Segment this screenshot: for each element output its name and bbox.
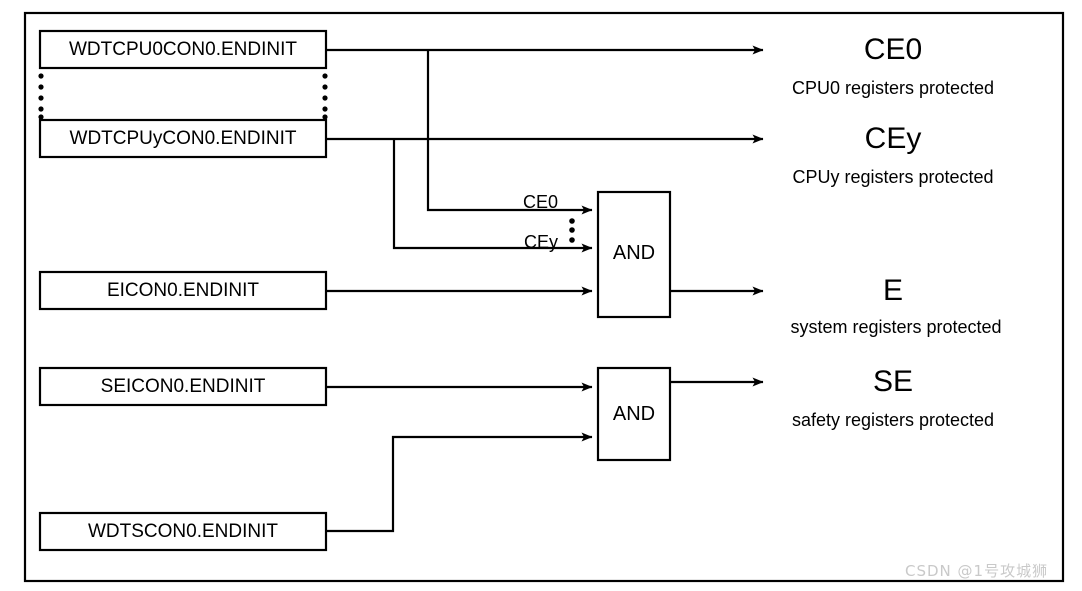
- input-box-wdtcpuy: [38, 118, 328, 159]
- output-title-se: SE: [872, 365, 914, 398]
- and-gate-system: [596, 190, 672, 319]
- wire-cey-branch: [392, 139, 593, 253]
- input-label-wdtscon0: WDTSCON0.ENDINIT: [88, 521, 278, 542]
- output-title-e: E: [882, 274, 904, 307]
- and-gate-system-label: AND: [612, 242, 656, 264]
- input-box-wdtscon0: [38, 511, 328, 552]
- watermark: CSDN @1号攻城狮: [905, 562, 1049, 580]
- output-desc-e: system registers protected: [790, 317, 1002, 337]
- vertical-ellipsis-right: [322, 73, 328, 120]
- signal-label-cey: CEy: [524, 232, 559, 252]
- signal-label-ce0: CE0: [523, 192, 559, 212]
- output-desc-se: safety registers protected: [791, 410, 995, 430]
- wire-ce0-branch: [426, 50, 593, 215]
- input-label-wdtcpu0: WDTCPU0CON0.ENDINIT: [68, 39, 297, 60]
- and-gate-safety-label: AND: [612, 403, 656, 425]
- input-label-eicon0: EICON0.ENDINIT: [106, 280, 260, 301]
- input-label-seicon0: SEICON0.ENDINIT: [100, 376, 266, 397]
- output-title-cey: CEy: [864, 122, 922, 155]
- input-box-wdtcpu0: [38, 29, 328, 70]
- output-title-ce0: CE0: [863, 33, 923, 66]
- signal-ellipsis: [569, 218, 575, 243]
- output-desc-cey: CPUy registers protected: [792, 167, 994, 187]
- and-gate-safety: [596, 366, 672, 462]
- vertical-ellipsis-left: [38, 73, 44, 120]
- input-box-seicon0: [38, 366, 328, 407]
- output-desc-ce0: CPU0 registers protected: [791, 78, 995, 98]
- input-label-wdtcpuy: WDTCPUyCON0.ENDINIT: [69, 128, 297, 149]
- wire-wdtscon0-to-and-safety: [326, 432, 593, 533]
